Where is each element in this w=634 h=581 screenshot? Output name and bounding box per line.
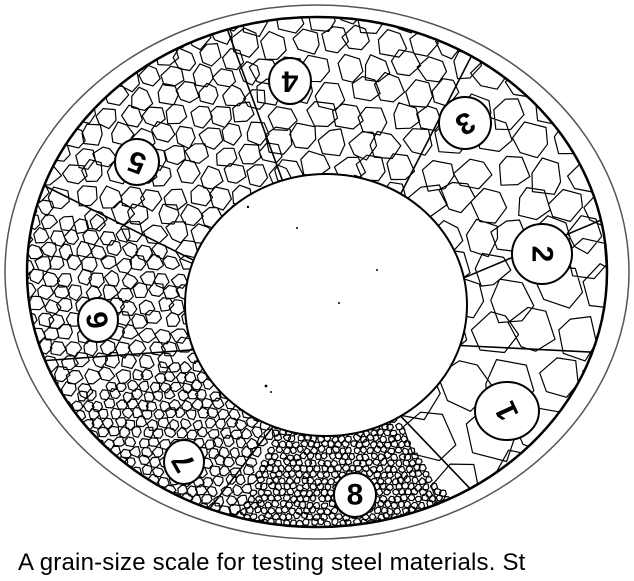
sector-label-4: 4 <box>269 58 311 104</box>
sector-label-8-text: 8 <box>347 479 364 512</box>
sector-label-2-text: 2 <box>526 246 559 263</box>
sector-label-8: 8 <box>334 473 376 517</box>
sector-label-7: 7 <box>164 440 204 484</box>
sector-label-6: 6 <box>78 298 118 342</box>
sector-label-4-text: 4 <box>281 65 298 98</box>
sector-label-5: 5 <box>115 139 159 185</box>
sector-divider <box>206 427 273 514</box>
sector-label-2: 2 <box>512 224 572 284</box>
sector-divider <box>226 25 283 181</box>
center-hole <box>185 174 467 436</box>
grain-size-chart: 1 2 3 4 5 6 7 <box>0 0 634 545</box>
sector-divider <box>460 346 598 353</box>
sector-label-3: 3 <box>439 97 491 149</box>
figure-caption: A grain-size scale for testing steel mat… <box>18 548 634 578</box>
sector-divider <box>39 183 194 260</box>
sector-label-1: 1 <box>475 382 539 440</box>
